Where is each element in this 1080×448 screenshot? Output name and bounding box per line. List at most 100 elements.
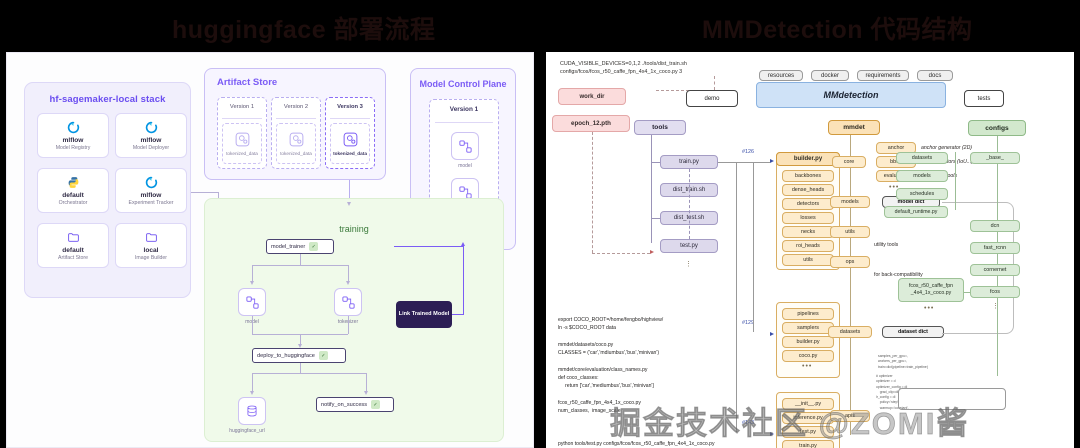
connector xyxy=(252,316,253,334)
arrow-icon xyxy=(249,281,254,285)
node-tests[interactable]: tests xyxy=(964,90,1004,107)
models-item-roi-heads[interactable]: roi_heads xyxy=(782,240,834,252)
configs-item-cornernet[interactable]: cornernet xyxy=(970,264,1020,276)
arrow-icon xyxy=(363,391,368,395)
node-apis[interactable]: apis xyxy=(830,410,870,422)
datasets-item-coco-py[interactable]: coco.py xyxy=(782,350,834,362)
node-demo[interactable]: demo xyxy=(686,90,738,107)
version-label: Version 3 xyxy=(337,104,363,110)
chip-resources[interactable]: resources xyxy=(759,70,803,81)
arrow-icon xyxy=(650,250,654,254)
models-item-backbones[interactable]: backbones xyxy=(782,170,834,182)
models-item-necks[interactable]: necks xyxy=(782,226,834,238)
node-tools[interactable]: tools xyxy=(634,120,686,135)
version-label: Version 1 xyxy=(229,104,255,110)
node-datasets[interactable]: datasets xyxy=(828,326,872,338)
model-icon xyxy=(458,139,472,153)
chip-requirements[interactable]: requirements xyxy=(857,70,909,81)
datasets-item-pipelines[interactable]: pipelines xyxy=(782,308,834,320)
arrow-icon xyxy=(770,332,774,336)
artifact-store-title: Artifact Store xyxy=(217,77,278,88)
folder-icon xyxy=(67,232,79,242)
config-snippet: samples_per_gpu=, workers_per_gpu=, trai… xyxy=(878,354,928,369)
datasets-item-builder-py[interactable]: builder.py xyxy=(782,336,834,348)
data-artifact-icon xyxy=(235,132,249,147)
node-work-dir[interactable]: work_dir xyxy=(558,88,626,105)
connector xyxy=(850,135,851,435)
step-label: model_trainer xyxy=(271,243,306,250)
right-diagram-panel: CUDA_VISIBLE_DEVICES=0,1,2 ./tools/dist_… xyxy=(546,52,1074,448)
apis-item-inference-py[interactable]: inference.py xyxy=(782,412,834,424)
stack-component-image-builder[interactable]: local Image Builder xyxy=(115,223,187,268)
mcp-version-label: Version 1 xyxy=(449,106,479,113)
artifact-model-box[interactable] xyxy=(238,288,266,316)
models-item-losses[interactable]: losses xyxy=(782,212,834,224)
artifact-version-3[interactable]: Version 3 tokenized_data xyxy=(325,97,375,169)
stack-component-orchestrator[interactable]: default Orchestrator xyxy=(37,168,109,213)
apis-item-init-py[interactable]: __init__.py xyxy=(782,398,834,410)
base-item-schedules[interactable]: schedules xyxy=(896,188,948,200)
pipeline-step-deploy[interactable]: deploy_to_huggingface ✓ xyxy=(252,348,346,363)
configs-item-dcn[interactable]: dcn xyxy=(970,220,1020,232)
group-header-builder-py[interactable]: builder.py xyxy=(776,152,840,166)
stack-component-model-registry[interactable]: mlflow Model Registry xyxy=(37,113,109,158)
node-checkpoint[interactable]: epoch_12.pth xyxy=(552,115,630,132)
chip-docker[interactable]: docker xyxy=(811,70,849,81)
stack-component-model-deployer[interactable]: mlflow Model Deployer xyxy=(115,113,187,158)
apis-item-train-py[interactable]: train.py xyxy=(782,440,834,448)
version-inner: tokenized_data xyxy=(222,123,262,164)
connector xyxy=(736,162,737,432)
stack-card: hf-sagemaker-local stack mlflow Model Re… xyxy=(24,82,191,298)
chip-docs[interactable]: docs xyxy=(917,70,953,81)
node-core[interactable]: core xyxy=(832,156,866,168)
connector xyxy=(252,265,348,266)
dashed-connector xyxy=(592,132,593,253)
stack-component-experiment-tracker[interactable]: mlflow Experiment Tracker xyxy=(115,168,187,213)
artifact-hf-url-label: huggingface_url xyxy=(229,428,265,434)
node-project[interactable]: MMdetection xyxy=(756,82,946,108)
models-item-dense-heads[interactable]: dense_heads xyxy=(782,184,834,196)
apis-item-test-py[interactable]: test.py xyxy=(782,426,834,438)
node-models[interactable]: models xyxy=(830,196,870,208)
configs-item-fast-rcnn[interactable]: fast_rcnn xyxy=(970,242,1020,254)
pipeline-step-notify[interactable]: notify_on_success ✓ xyxy=(316,397,394,412)
arrow-icon xyxy=(460,242,465,246)
artifact-version-2[interactable]: Version 2 tokenized_data xyxy=(271,97,321,169)
stack-component-artifact-store[interactable]: default Artifact Store xyxy=(37,223,109,268)
configs-base[interactable]: _base_ xyxy=(970,152,1020,164)
connector xyxy=(718,162,770,163)
link-trained-model-node[interactable]: Link Trained Model xyxy=(396,301,452,328)
component-sub: Artifact Store xyxy=(58,254,88,261)
pipeline-step-model-trainer[interactable]: model_trainer ✓ xyxy=(266,239,334,254)
connector xyxy=(252,373,366,374)
configs-leaf-fcos-config[interactable]: fcos_r50_caffe_fpn _4x4_1x_coco.py xyxy=(898,278,964,302)
configs-item-fcos[interactable]: fcos xyxy=(970,286,1020,298)
datasets-item-samplers[interactable]: samplers xyxy=(782,322,834,334)
connector xyxy=(348,316,349,334)
node-ops[interactable]: ops xyxy=(830,256,870,268)
folder-icon xyxy=(145,232,157,242)
artifact-version-1[interactable]: Version 1 tokenized_data xyxy=(217,97,267,169)
node-configs[interactable]: configs xyxy=(968,120,1026,136)
tokenizer-icon xyxy=(341,295,355,309)
database-icon xyxy=(247,405,257,417)
artifact-tokenizer-box[interactable] xyxy=(334,288,362,316)
artifact-hf-url-box[interactable] xyxy=(238,397,266,425)
ops-note: for back-compatibility xyxy=(874,272,923,278)
arrow-icon xyxy=(297,344,302,348)
connector xyxy=(300,334,301,344)
node-utils[interactable]: utils xyxy=(830,226,870,238)
base-item-default-runtime[interactable]: default_runtime.py xyxy=(884,206,948,218)
base-item-datasets[interactable]: datasets xyxy=(896,152,948,164)
dataset-dict-badge[interactable]: dataset dict xyxy=(882,326,944,338)
artifact-label: tokenized_data xyxy=(280,151,312,156)
models-item-utils[interactable]: utils xyxy=(782,254,834,266)
node-mmdet[interactable]: mmdet xyxy=(828,120,880,135)
base-item-models[interactable]: models xyxy=(896,170,948,182)
tool-test-py[interactable]: test.py xyxy=(660,239,718,253)
connector xyxy=(651,218,660,219)
tool-train-py[interactable]: train.py xyxy=(660,155,718,169)
models-item-detectors[interactable]: detectors xyxy=(782,198,834,210)
connector xyxy=(651,162,660,163)
